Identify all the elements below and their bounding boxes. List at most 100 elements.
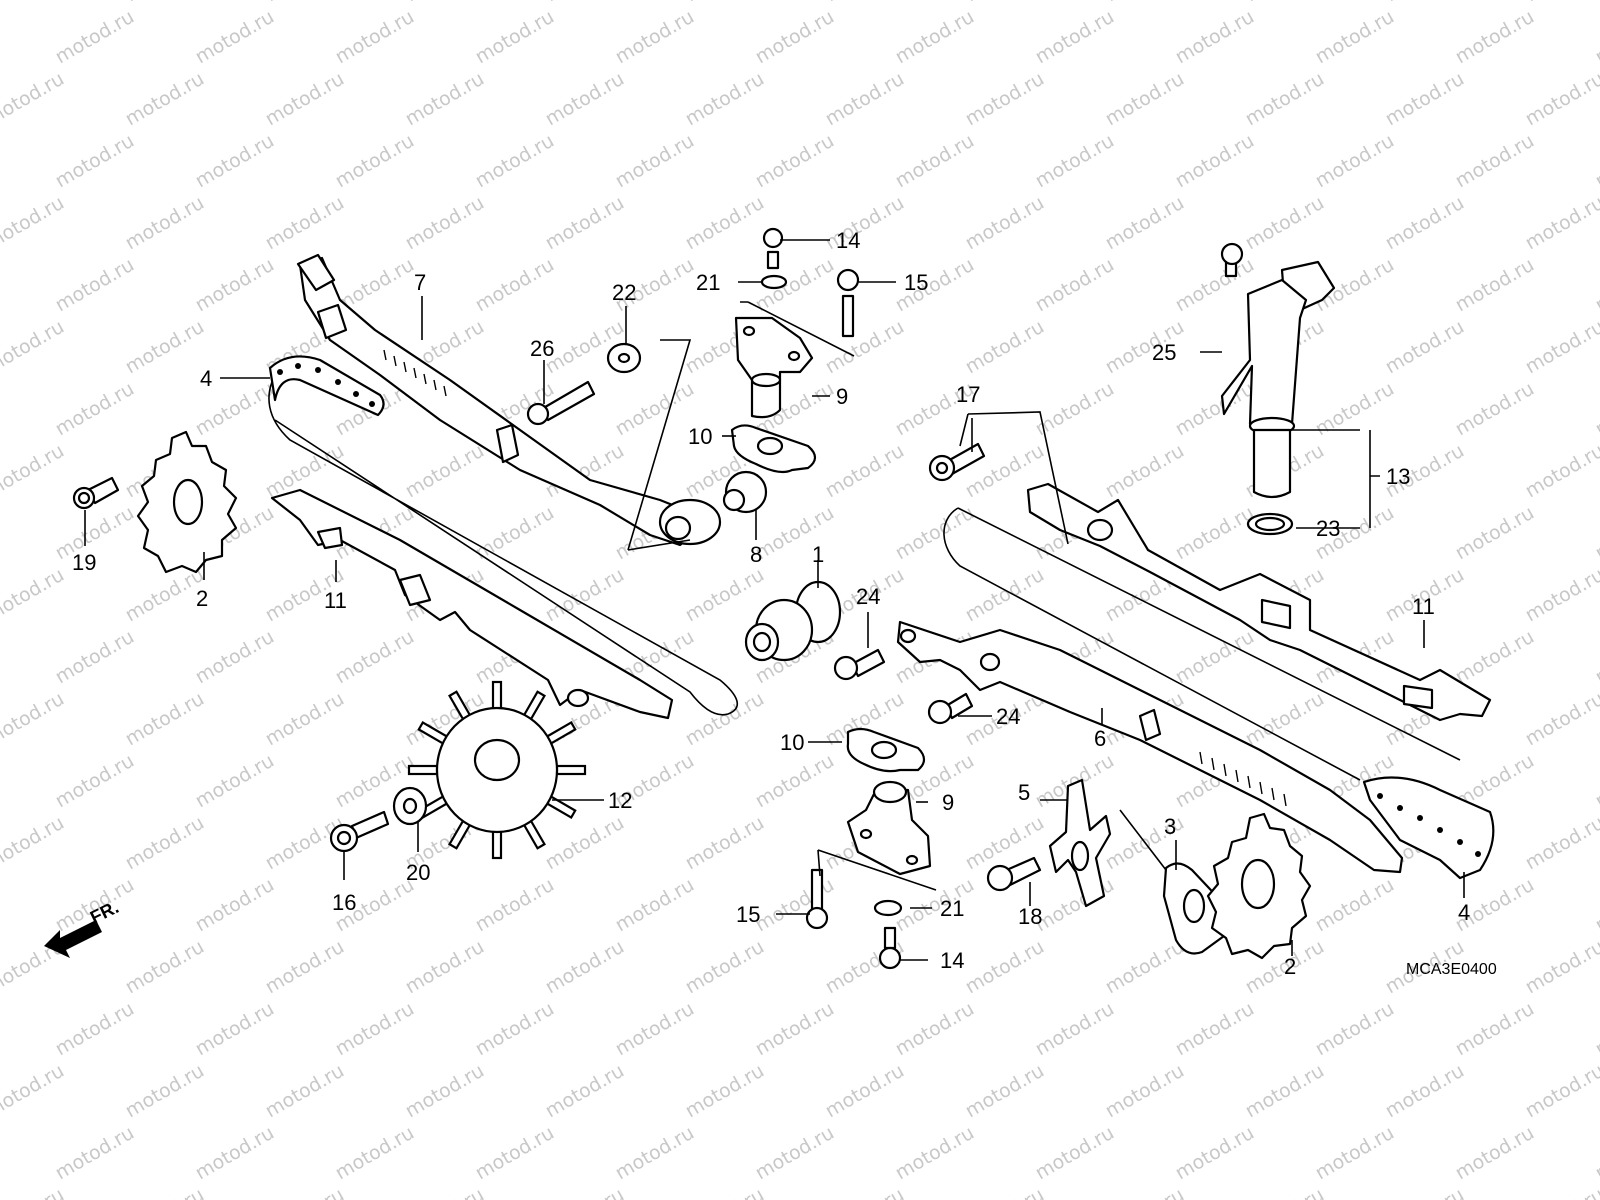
watermark-text: motod.ru bbox=[1032, 254, 1118, 317]
watermark-text: motod.ru bbox=[0, 812, 68, 875]
washer-21-upper bbox=[760, 274, 788, 290]
watermark-text: motod.ru bbox=[1592, 998, 1600, 1061]
watermark-text: motod.ru bbox=[402, 1060, 488, 1123]
watermark-text: motod.ru bbox=[1452, 626, 1538, 689]
watermark-text: motod.ru bbox=[892, 6, 978, 69]
watermark-text: motod.ru bbox=[52, 626, 138, 689]
watermark-text: motod.ru bbox=[822, 316, 908, 379]
watermark-text: motod.ru bbox=[192, 130, 278, 193]
watermark-text: motod.ru bbox=[682, 936, 768, 999]
watermark-text: motod.ru bbox=[822, 1060, 908, 1123]
watermark-text: motod.ru bbox=[752, 874, 838, 937]
watermark-text: motod.ru bbox=[122, 68, 208, 131]
watermark-text: motod.ru bbox=[262, 192, 348, 255]
watermark-text: motod.ru bbox=[1592, 378, 1600, 441]
watermark-text: motod.ru bbox=[892, 130, 978, 193]
watermark-text: motod.ru bbox=[1242, 1184, 1328, 1200]
callout-9-upper: 9 bbox=[836, 384, 848, 409]
watermark-text: motod.ru bbox=[402, 936, 488, 999]
callout-24-upper: 24 bbox=[856, 584, 880, 609]
watermark-text: motod.ru bbox=[1032, 6, 1118, 69]
watermark-text: motod.ru bbox=[1522, 564, 1600, 627]
watermark-text: motod.ru bbox=[1522, 812, 1600, 875]
watermark-text: motod.ru bbox=[542, 564, 628, 627]
callout-25: 25 bbox=[1152, 340, 1176, 365]
watermark-text: motod.ru bbox=[122, 812, 208, 875]
watermark-text: motod.ru bbox=[682, 0, 768, 6]
watermark-text: motod.ru bbox=[122, 316, 208, 379]
watermark-text: motod.ru bbox=[262, 1184, 348, 1200]
watermark-text: motod.ru bbox=[682, 564, 768, 627]
watermark-text: motod.ru bbox=[1592, 254, 1600, 317]
callout-2-left: 2 bbox=[196, 586, 208, 611]
watermark-text: motod.ru bbox=[962, 936, 1048, 999]
watermark-text: motod.ru bbox=[752, 1122, 838, 1185]
watermark-text: motod.ru bbox=[1172, 130, 1258, 193]
chain-tensioner-arm-right bbox=[896, 620, 1404, 874]
bolt-24-upper bbox=[833, 648, 886, 681]
watermark-text: motod.ru bbox=[822, 440, 908, 503]
watermark-text: motod.ru bbox=[1032, 998, 1118, 1061]
watermark-text: motod.ru bbox=[1172, 378, 1258, 441]
watermark-text: motod.ru bbox=[52, 130, 138, 193]
cam-chain-left bbox=[268, 355, 739, 716]
watermark-text: motod.ru bbox=[122, 192, 208, 255]
watermark-text: motod.ru bbox=[542, 936, 628, 999]
watermark-text: motod.ru bbox=[0, 192, 68, 255]
watermark-text: motod.ru bbox=[0, 68, 68, 131]
watermark-text: motod.ru bbox=[962, 1184, 1048, 1200]
watermark-text: motod.ru bbox=[1172, 998, 1258, 1061]
watermark-text: motod.ru bbox=[1522, 1184, 1600, 1200]
watermark-text: motod.ru bbox=[1382, 316, 1468, 379]
watermark-text: motod.ru bbox=[1592, 626, 1600, 689]
watermark-text: motod.ru bbox=[822, 1184, 908, 1200]
watermark-text: motod.ru bbox=[542, 0, 628, 6]
watermark-text: motod.ru bbox=[1452, 254, 1538, 317]
watermark-text: motod.ru bbox=[612, 1122, 698, 1185]
idle-sprocket-1 bbox=[744, 580, 842, 662]
bolt-25 bbox=[1220, 242, 1244, 278]
watermark-text: motod.ru bbox=[822, 0, 908, 6]
callout-1: 1 bbox=[812, 542, 824, 567]
callout-10-lower: 10 bbox=[780, 730, 804, 755]
watermark-text: motod.ru bbox=[1592, 502, 1600, 565]
watermark-text: motod.ru bbox=[402, 1184, 488, 1200]
watermark-text: motod.ru bbox=[1522, 440, 1600, 503]
watermark-text: motod.ru bbox=[1452, 6, 1538, 69]
watermark-text: motod.ru bbox=[1452, 502, 1538, 565]
watermark-text: motod.ru bbox=[612, 130, 698, 193]
watermark-text: motod.ru bbox=[1522, 0, 1600, 6]
plate-5 bbox=[1048, 778, 1112, 908]
watermark-text: motod.ru bbox=[472, 254, 558, 317]
watermark-text: motod.ru bbox=[962, 1060, 1048, 1123]
watermark-text: motod.ru bbox=[1382, 68, 1468, 131]
tensioner-gasket-lower bbox=[846, 727, 926, 773]
watermark-text: motod.ru bbox=[752, 6, 838, 69]
watermark-text: motod.ru bbox=[472, 502, 558, 565]
watermark-text: motod.ru bbox=[612, 998, 698, 1061]
watermark-text: motod.ru bbox=[1032, 1122, 1118, 1185]
watermark-text: motod.ru bbox=[1592, 130, 1600, 193]
callout-11-left: 11 bbox=[324, 588, 347, 613]
watermark-text: motod.ru bbox=[192, 6, 278, 69]
watermark-text: motod.ru bbox=[542, 812, 628, 875]
tensioner-gasket-upper bbox=[730, 424, 817, 474]
watermark-text: motod.ru bbox=[682, 68, 768, 131]
callout-4-right: 4 bbox=[1458, 900, 1470, 925]
watermark-text: motod.ru bbox=[1102, 192, 1188, 255]
watermark-text: motod.ru bbox=[682, 1184, 768, 1200]
callout-18: 18 bbox=[1018, 904, 1042, 929]
watermark-text: motod.ru bbox=[1382, 0, 1468, 6]
watermark-text: motod.ru bbox=[402, 440, 488, 503]
front-arrow-icon bbox=[44, 920, 102, 958]
o-ring-23 bbox=[1246, 512, 1294, 536]
watermark-text: motod.ru bbox=[0, 1060, 68, 1123]
watermark-text: motod.ru bbox=[1242, 0, 1328, 6]
watermark-text: motod.ru bbox=[962, 316, 1048, 379]
watermark-text: motod.ru bbox=[1452, 1122, 1538, 1185]
callout-20: 20 bbox=[406, 860, 430, 885]
bolt-14-lower bbox=[878, 926, 902, 970]
cam-sprocket-right bbox=[1206, 812, 1312, 960]
watermark-text: motod.ru bbox=[122, 936, 208, 999]
cam-pulse-sensor bbox=[1220, 260, 1336, 499]
